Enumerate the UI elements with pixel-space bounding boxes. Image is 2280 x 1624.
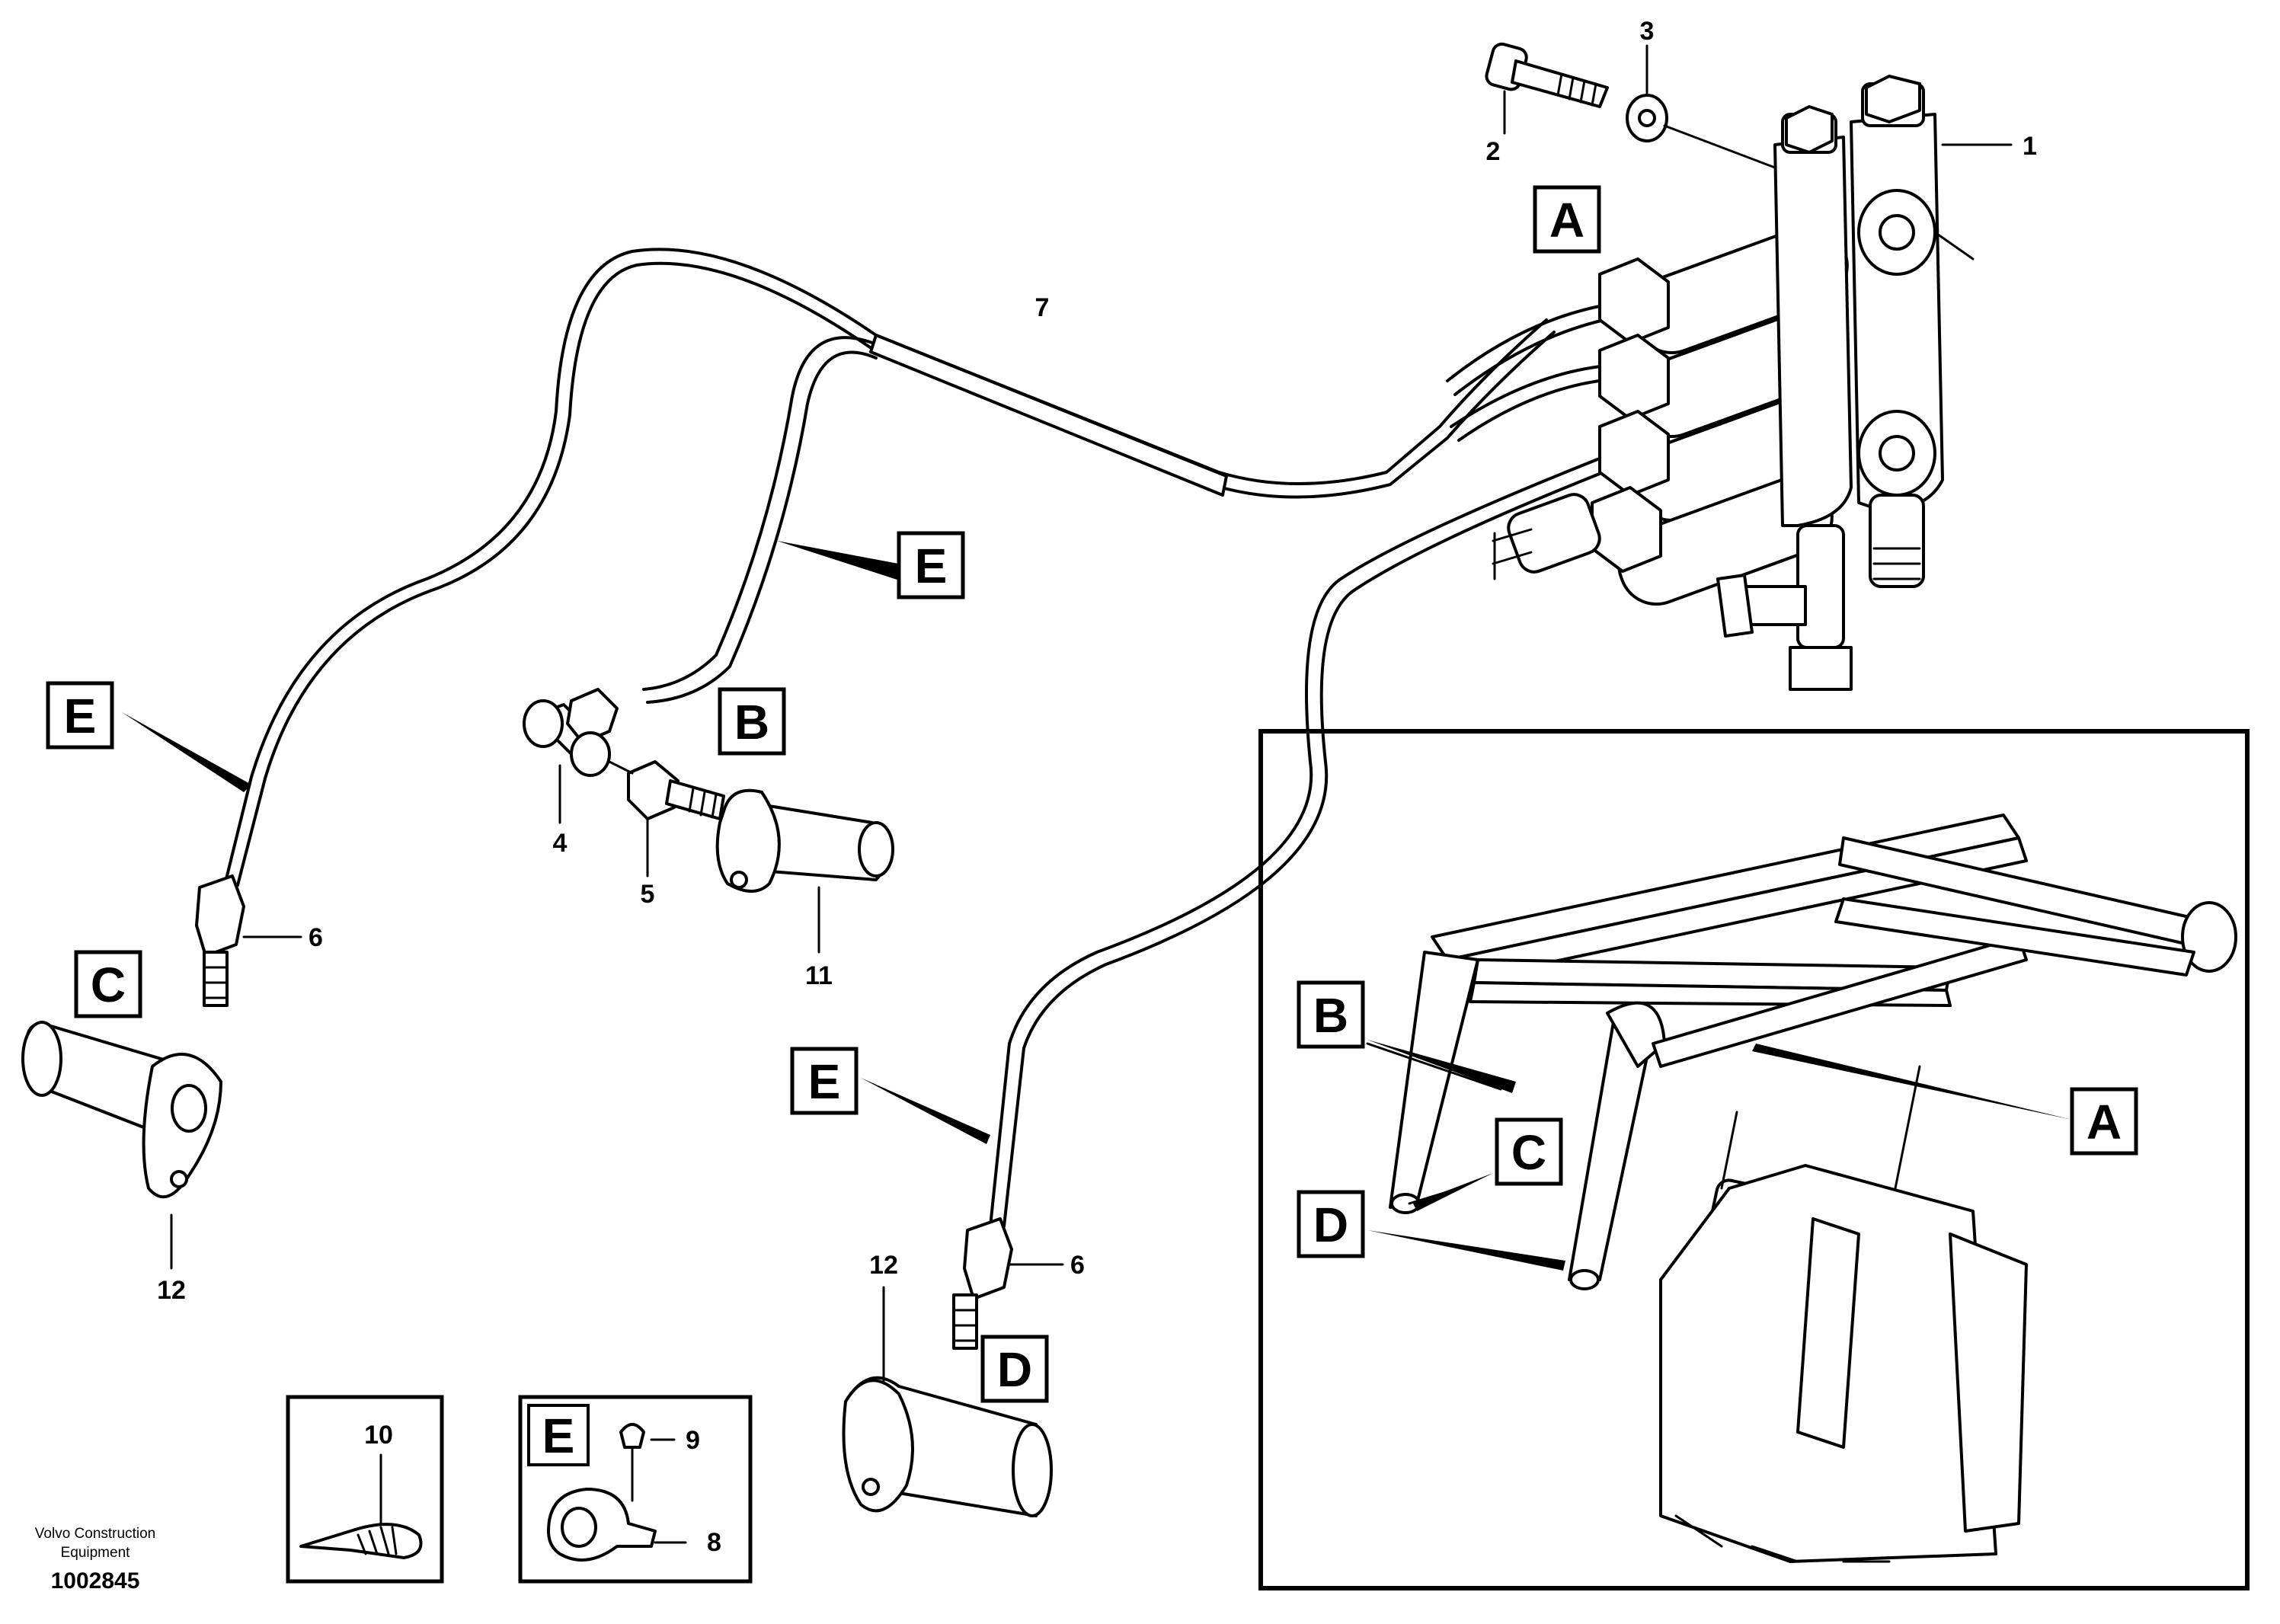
callout-3: 3 bbox=[1640, 17, 1655, 46]
callout-4: 4 bbox=[553, 829, 568, 858]
callout-10: 10 bbox=[364, 1421, 393, 1450]
adapter-fitting-5 bbox=[608, 760, 725, 878]
svg-text:D: D bbox=[1313, 1197, 1348, 1252]
hose-assembly-7 bbox=[223, 248, 1628, 1228]
callout-numbers: 1 2 3 4 5 6 6 7 8 9 10 11 12 12 bbox=[157, 17, 2037, 1557]
pin-12-bottom bbox=[842, 1286, 1053, 1517]
inset-box-C: C bbox=[1495, 1117, 1563, 1186]
fitting-6-left bbox=[195, 874, 302, 1007]
fitting-6-lower bbox=[952, 1217, 1064, 1350]
inset-box-A: A bbox=[2070, 1087, 2138, 1156]
letter-box-A-top: A bbox=[1533, 185, 1601, 254]
callout-8: 8 bbox=[707, 1528, 721, 1557]
callout-1: 1 bbox=[2023, 132, 2037, 161]
callout-6-lower: 6 bbox=[1070, 1251, 1085, 1280]
company-name-line2: Equipment bbox=[61, 1545, 131, 1561]
callout-6-left: 6 bbox=[309, 923, 323, 952]
svg-text:E: E bbox=[808, 1054, 841, 1109]
inset-box-D: D bbox=[1297, 1190, 1365, 1258]
pointer-arrows bbox=[122, 541, 990, 1144]
letter-box-E-detail: E bbox=[542, 1408, 575, 1463]
svg-text:C: C bbox=[91, 957, 126, 1012]
callout-12-bottom: 12 bbox=[869, 1251, 898, 1280]
footer: Volvo Construction Equipment 1002845 bbox=[35, 1526, 155, 1594]
bolt-2 bbox=[1485, 42, 1609, 135]
elbow-fitting-4 bbox=[523, 688, 619, 824]
callout-7: 7 bbox=[1035, 293, 1050, 322]
svg-text:E: E bbox=[915, 539, 948, 593]
pin-12-left bbox=[21, 1021, 222, 1270]
letter-box-E-lower: E bbox=[790, 1047, 859, 1115]
callout-11: 11 bbox=[805, 961, 833, 990]
detail-box-clamp-E bbox=[518, 1395, 753, 1584]
letter-box-E-left: E bbox=[46, 681, 114, 750]
inset-box-B: B bbox=[1297, 980, 1365, 1049]
svg-text:A: A bbox=[2087, 1095, 2122, 1149]
pin-11 bbox=[715, 788, 894, 954]
inset-frame-detail bbox=[1258, 729, 2250, 1590]
svg-text:E: E bbox=[64, 689, 97, 743]
callout-5: 5 bbox=[641, 880, 655, 909]
letter-box-D-bottom: D bbox=[980, 1335, 1049, 1403]
washer-3 bbox=[1626, 44, 1776, 169]
letter-box-B-mid: B bbox=[718, 687, 786, 756]
document-number: 1002845 bbox=[51, 1568, 140, 1594]
control-valve-1 bbox=[1492, 75, 2013, 691]
svg-text:E: E bbox=[542, 1408, 575, 1463]
detail-box-cable-tie-10 bbox=[286, 1395, 444, 1584]
svg-text:D: D bbox=[997, 1342, 1032, 1397]
svg-text:C: C bbox=[1511, 1125, 1546, 1180]
letter-box-E-mid: E bbox=[897, 531, 965, 599]
svg-text:B: B bbox=[734, 695, 769, 750]
callout-2: 2 bbox=[1486, 137, 1501, 166]
callout-9: 9 bbox=[686, 1426, 700, 1455]
company-name-line1: Volvo Construction bbox=[35, 1526, 155, 1542]
svg-text:A: A bbox=[1549, 193, 1584, 248]
svg-text:B: B bbox=[1313, 988, 1348, 1043]
letter-box-C-left: C bbox=[74, 950, 142, 1018]
callout-12-left: 12 bbox=[157, 1276, 186, 1305]
